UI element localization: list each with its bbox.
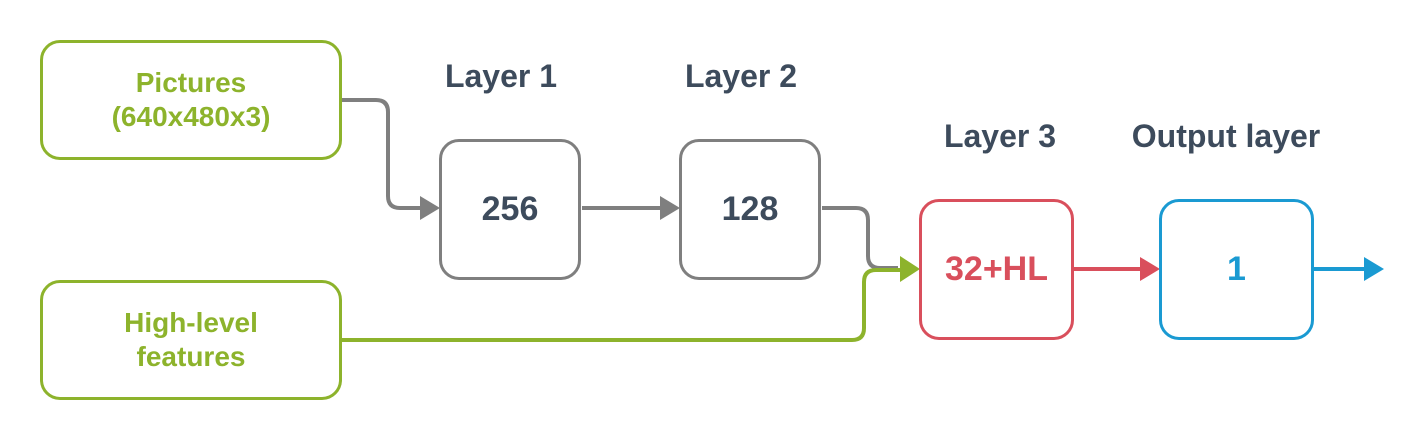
layer3-node: 32+HL	[919, 199, 1074, 340]
layer2-node: 128	[679, 139, 821, 280]
arrowhead-layer2	[660, 196, 680, 220]
output-value: 1	[1227, 250, 1246, 288]
features-label-line1: High-level	[124, 307, 258, 338]
arrowhead-layer1	[420, 196, 440, 220]
layer2-value: 128	[721, 190, 779, 228]
output-layer-label: Output layer	[1131, 118, 1321, 154]
layer3-value: 32+HL	[945, 250, 1048, 288]
connector-pictures-to-layer1	[342, 98, 420, 210]
features-label-line2: features	[136, 341, 246, 372]
layer1-node: 256	[439, 139, 581, 280]
pictures-label: Pictures	[135, 67, 247, 98]
arrowhead-layer3	[900, 256, 920, 282]
arrowhead-output	[1140, 257, 1160, 281]
layer1-label: Layer 1	[444, 58, 558, 94]
connector-layer2-to-layer3	[822, 206, 898, 270]
features-input-box: High-level features	[40, 280, 342, 400]
pictures-dimensions: (640x480x3)	[111, 101, 271, 132]
pictures-input-box: Pictures (640x480x3)	[40, 40, 342, 160]
layer3-label: Layer 3	[943, 118, 1057, 154]
output-node: 1	[1159, 199, 1314, 340]
layer2-label: Layer 2	[684, 58, 798, 94]
layer1-value: 256	[481, 190, 539, 228]
arrowhead-result	[1364, 257, 1384, 281]
connector-features-to-layer3	[342, 268, 900, 342]
